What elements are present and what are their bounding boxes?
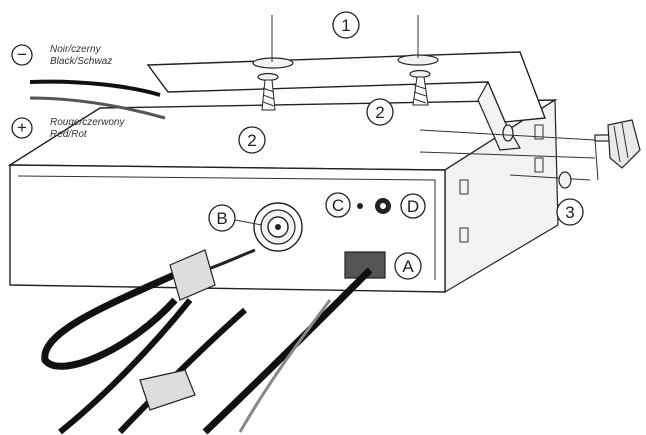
antenna-socket <box>253 202 303 252</box>
side-vent <box>534 124 544 140</box>
bracket-hole <box>502 124 514 142</box>
minus-icon <box>11 44 33 66</box>
wire-legend-negative: − Noir/czerny Black/Schwaz <box>11 44 112 67</box>
callout-bracket: 1 <box>332 11 360 39</box>
side-vent <box>459 179 469 195</box>
power-plug <box>139 369 196 411</box>
callout-jack-c: C <box>325 192 351 218</box>
svg-text:3: 3 <box>565 203 574 222</box>
negative-label-1: Noir/czerny <box>50 44 102 55</box>
svg-text:B: B <box>216 209 227 228</box>
cables <box>29 79 373 435</box>
radio-body <box>7 98 559 294</box>
callout-knob-washer: 3 <box>556 198 584 226</box>
callout-power-socket: A <box>394 252 422 280</box>
mounting-screw-right <box>409 69 431 106</box>
side-vent <box>534 157 544 173</box>
svg-text:2: 2 <box>247 131 256 150</box>
plus-icon <box>11 117 33 139</box>
mounting-knob <box>419 119 641 189</box>
svg-text:C: C <box>332 196 344 215</box>
side-vent <box>459 227 469 243</box>
washer <box>558 171 572 189</box>
negative-label-2: Black/Schwaz <box>50 56 112 67</box>
antenna-plug <box>169 249 216 301</box>
callout-jack-d: D <box>400 193 426 219</box>
mounting-screw-left <box>257 72 279 111</box>
wire-legend-positive: + Rouge/czerwony Red/Rot <box>11 117 125 140</box>
callout-screw-right: 2 <box>366 98 394 126</box>
mounting-bracket <box>146 51 546 151</box>
svg-text:2: 2 <box>375 103 384 122</box>
positive-label-1: Rouge/czerwony <box>50 117 125 128</box>
callout-screw-left: 2 <box>238 126 266 154</box>
positive-symbol: + <box>17 118 27 137</box>
svg-text:D: D <box>407 197 419 216</box>
negative-symbol: − <box>17 45 27 64</box>
svg-text:1: 1 <box>341 16 350 35</box>
bracket-slot <box>252 57 294 69</box>
power-socket <box>344 251 386 279</box>
svg-text:A: A <box>402 257 414 276</box>
positive-label-2: Red/Rot <box>50 129 88 140</box>
callout-antenna-socket: B <box>208 204 263 232</box>
jack-c <box>357 203 363 209</box>
jack-d <box>375 198 391 214</box>
